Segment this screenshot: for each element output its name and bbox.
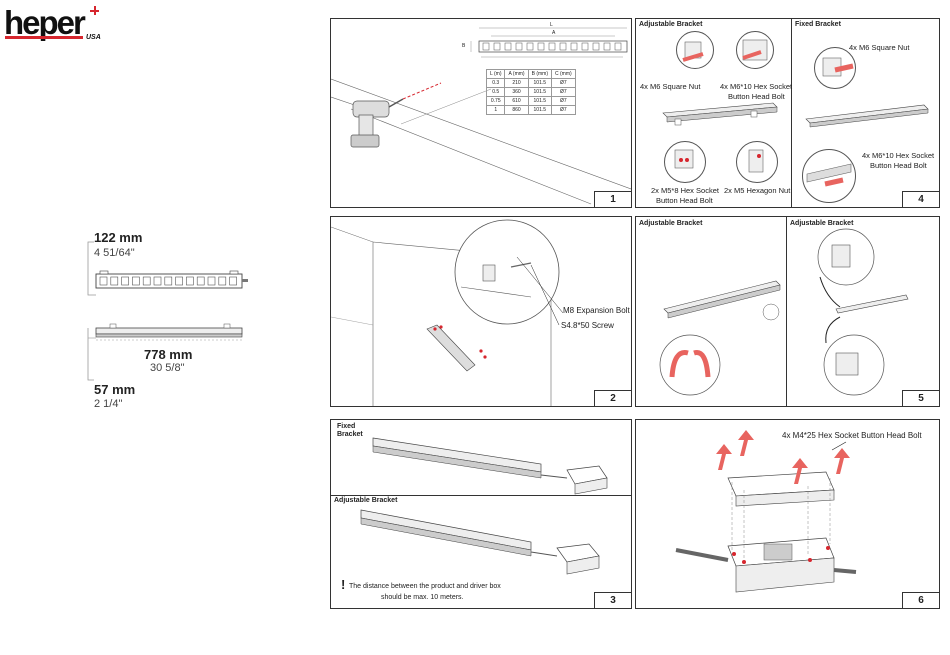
height-inch: 4 51/64": [94, 247, 135, 259]
product-dimension-drawing: [87, 241, 248, 381]
panel-divider: [791, 19, 792, 207]
expansion-bolt-label: M8 Expansion Bolt: [563, 306, 630, 315]
led-square: [548, 42, 556, 51]
led-square: [110, 276, 119, 286]
m4-bolt-label: 4x M4*25 Hex Socket Button Head Bolt: [782, 431, 922, 440]
step-number: 2: [594, 390, 631, 406]
distance-note-line1: The distance between the product and dri…: [349, 583, 501, 590]
led-square: [603, 42, 611, 51]
screw-label: S4.8*50 Screw: [561, 321, 614, 330]
dim-label-b: B: [462, 43, 466, 49]
step-2-panel: M8 Expansion Bolt S4.8*50 Screw 2: [330, 216, 632, 407]
step-3-connection-illustration: [360, 437, 608, 575]
step-1-drill-illustration: [331, 27, 631, 205]
led-square: [207, 276, 216, 286]
panel-divider: [786, 217, 787, 406]
m5-bolt-label-line1: 2x M5*8 Hex Socket: [651, 186, 719, 195]
length-mm: 778 mm: [144, 347, 193, 362]
led-square: [229, 276, 237, 286]
m5-bolt-label-line2: Button Head Bolt: [656, 196, 713, 205]
step-5-panel: Adjustable Bracket Adjustable Bracket 5: [635, 216, 940, 407]
distance-note-line2: should be max. 10 meters.: [381, 594, 464, 601]
square-nut-label-fixed: 4x M6 Square Nut: [849, 43, 910, 52]
led-square: [504, 42, 512, 51]
adjustable-bracket-header: Adjustable Bracket: [639, 21, 703, 28]
adjustable-bracket-header: Adjustable Bracket: [334, 497, 398, 504]
led-square: [99, 276, 108, 286]
depth-inch: 2 1/4": [94, 398, 123, 410]
step-5-rotation-illustration: [659, 228, 909, 396]
step-4-panel: Adjustable Bracket Fixed Bracket 4x M6 S…: [635, 18, 940, 208]
adjustable-bracket-header: Adjustable Bracket: [790, 220, 854, 227]
led-square: [537, 42, 545, 51]
hex-bolt-fixed-line2: Button Head Bolt: [870, 161, 927, 170]
led-square: [581, 42, 589, 51]
led-square: [570, 42, 578, 51]
step-3-panel: Fixed Bracket Adjustable Bracket ! The d…: [330, 419, 632, 609]
hex-bolt-fixed-line1: 4x M6*10 Hex Socket: [862, 151, 935, 160]
led-array: [99, 276, 237, 286]
detail-circle: [814, 47, 856, 89]
dim-label-a: A: [552, 30, 556, 36]
hex-bolt-label-line2: Button Head Bolt: [728, 92, 785, 101]
detail-circle: [802, 149, 856, 203]
m5-nut-label: 2x M5 Hexagon Nut: [724, 186, 791, 195]
led-square: [592, 42, 600, 51]
step-6-driver-box-illustration: [675, 430, 857, 593]
spec-table-header: L (m) A (mm) B (mm) C (mm): [485, 69, 576, 79]
detail-circle: [736, 141, 778, 183]
led-square: [164, 276, 173, 286]
led-square: [493, 42, 501, 51]
step-number: 3: [594, 592, 631, 608]
step-2-wall-illustration: [331, 219, 564, 406]
product-bar-illustration: [662, 102, 778, 126]
led-square: [153, 276, 162, 286]
brand-name: heper: [4, 4, 86, 41]
height-mm: 122 mm: [94, 230, 143, 245]
led-square: [482, 42, 490, 51]
detail-circle: [676, 31, 714, 69]
fixed-bracket-header: Fixed Bracket: [337, 423, 363, 439]
detail-circle: [736, 31, 774, 69]
dim-label-l: L: [550, 22, 553, 28]
led-square: [559, 42, 567, 51]
step-6-panel: 4x M4*25 Hex Socket Button Head Bolt 6: [635, 419, 940, 609]
step-number: 6: [902, 592, 939, 608]
led-square: [196, 276, 205, 286]
step-number: 5: [902, 390, 939, 406]
step-number: 1: [594, 191, 631, 207]
depth-mm: 57 mm: [94, 382, 136, 397]
square-nut-label: 4x M6 Square Nut: [640, 82, 701, 91]
led-square: [186, 276, 194, 286]
led-square: [132, 276, 140, 286]
led-square: [121, 276, 129, 286]
led-square: [142, 276, 151, 286]
led-square: [218, 276, 227, 286]
product-bar-illustration: [805, 104, 929, 128]
warning-icon: !: [341, 577, 346, 592]
brand-plus-icon: [90, 6, 99, 15]
brand-suffix: USA: [86, 34, 101, 41]
led-square: [614, 42, 622, 51]
length-inch: 30 5/8": [150, 362, 185, 374]
led-square: [175, 276, 183, 286]
brand-underline: [5, 36, 83, 39]
panel-divider: [331, 495, 631, 496]
brand-logo: heper USA: [4, 4, 104, 44]
led-square: [515, 42, 523, 51]
hex-bolt-label-line1: 4x M6*10 Hex Socket: [720, 82, 793, 91]
led-square: [526, 42, 534, 51]
step-number: 4: [902, 191, 939, 207]
fixed-bracket-header: Fixed Bracket: [795, 21, 841, 28]
adjustable-bracket-header: Adjustable Bracket: [639, 220, 703, 227]
detail-circle: [664, 141, 706, 183]
